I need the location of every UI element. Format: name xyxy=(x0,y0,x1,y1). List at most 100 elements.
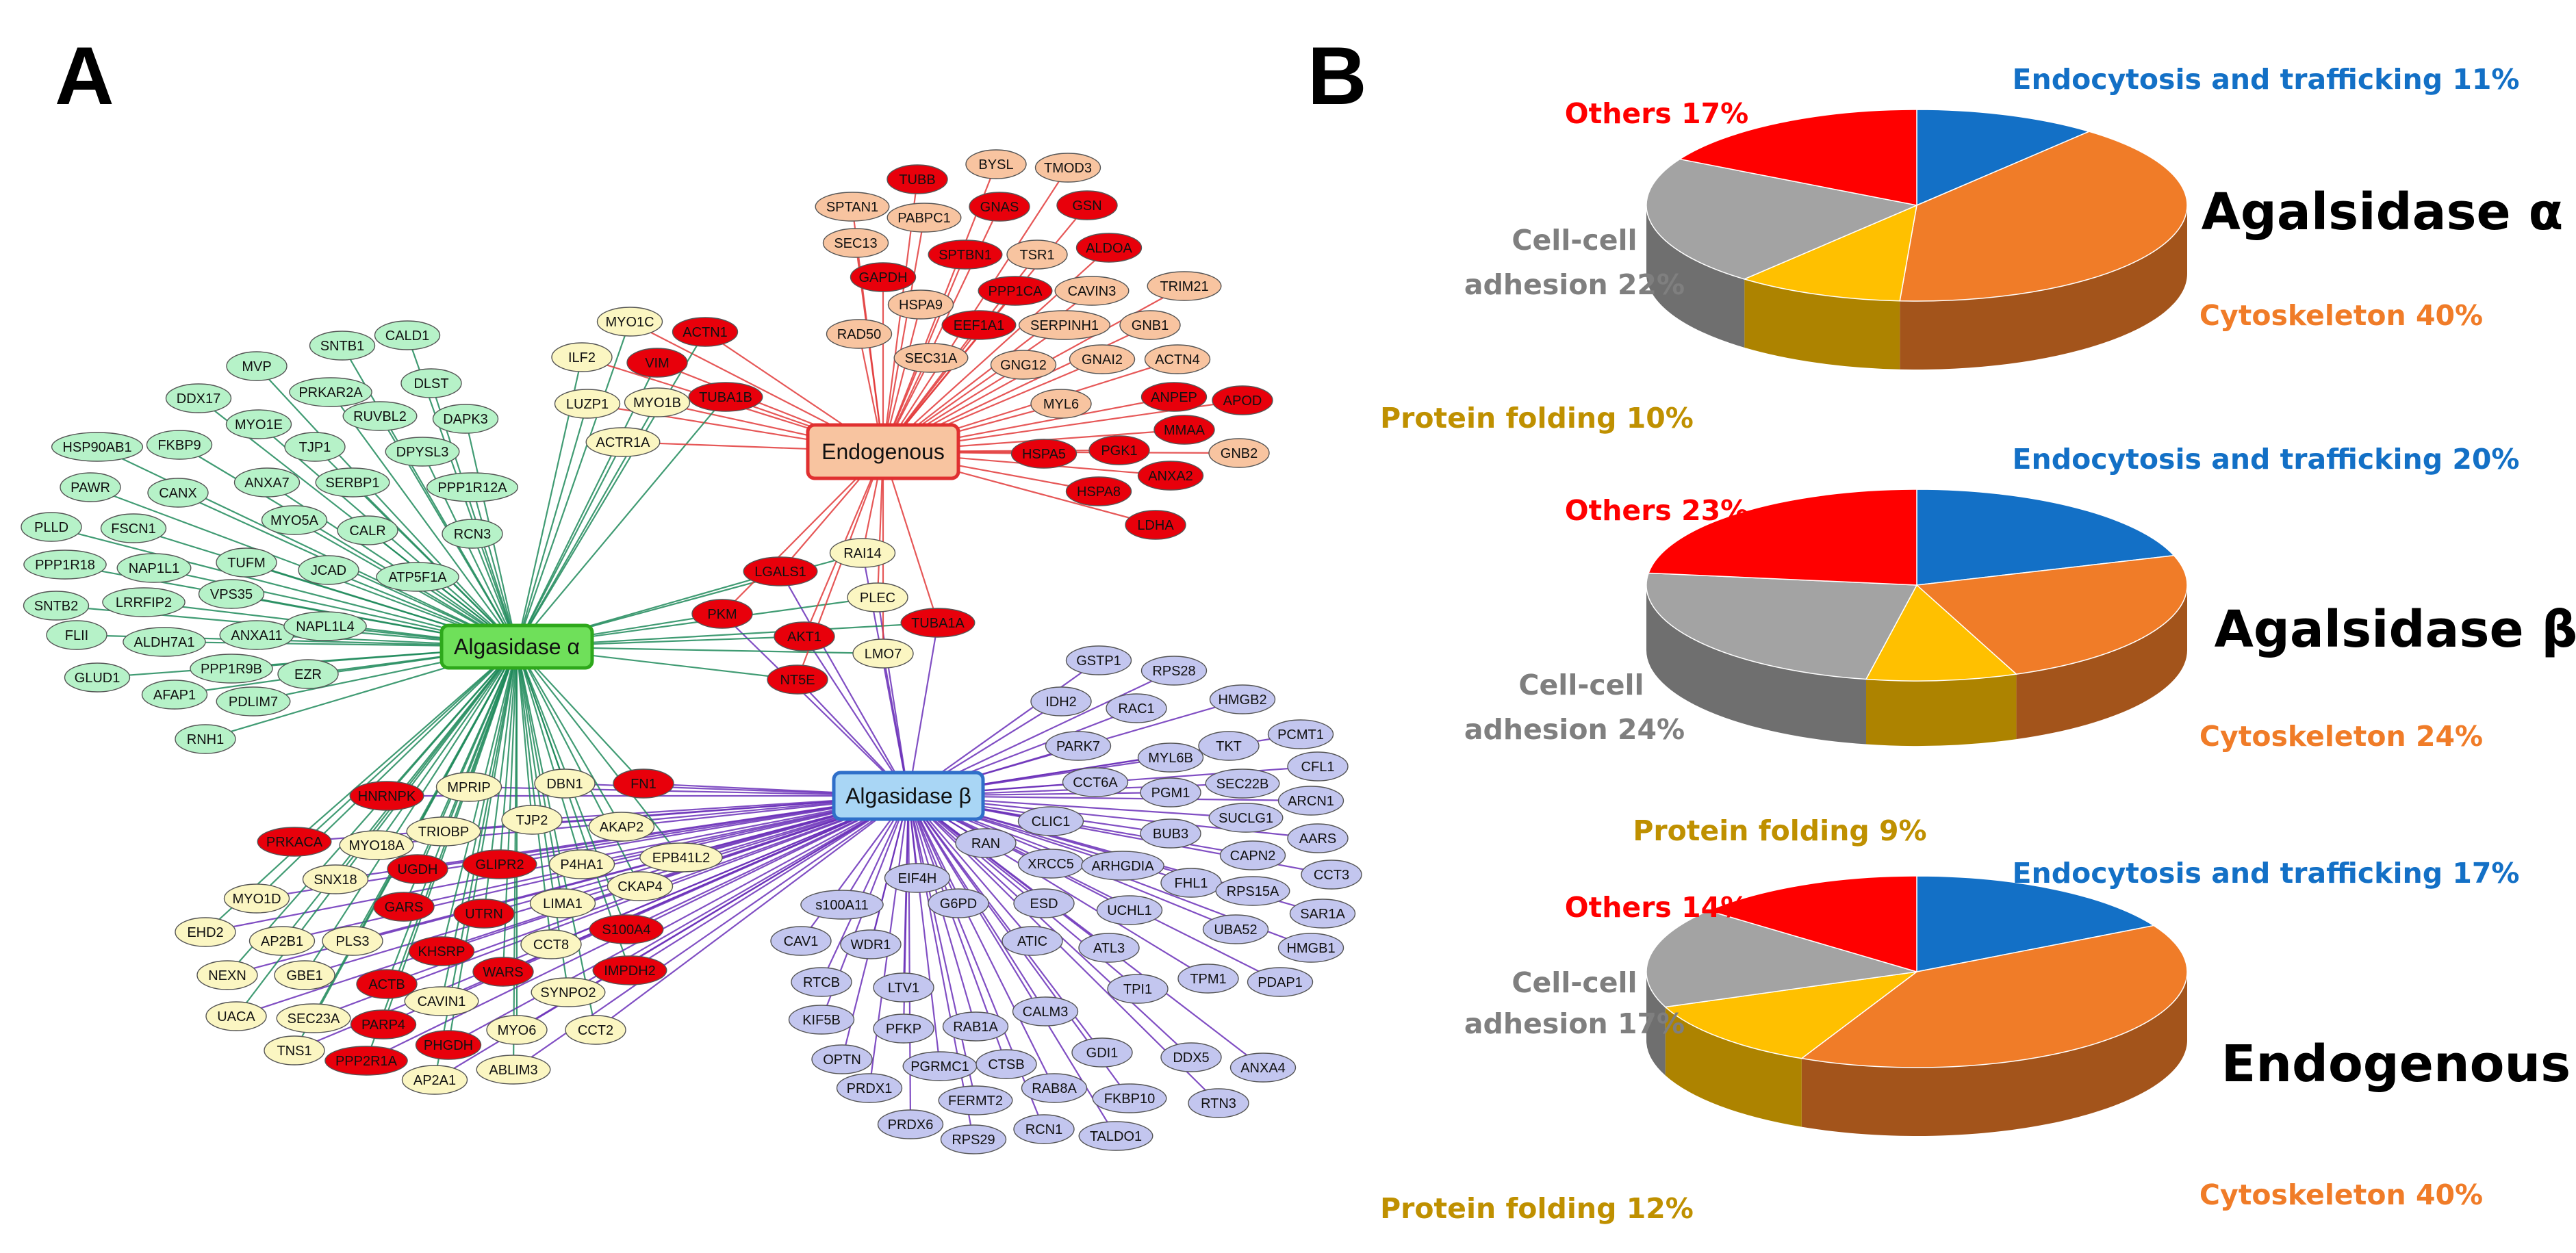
pie-chart-1: Endocytosis and trafficking 11%Others 17… xyxy=(1380,63,2563,435)
network-node: S100A4 xyxy=(589,914,664,944)
node-ellipse xyxy=(815,192,890,222)
node-ellipse xyxy=(1140,656,1208,686)
network-edge xyxy=(516,646,641,887)
network-node: RNH1 xyxy=(175,724,236,754)
node-label: MYO18A xyxy=(348,838,405,853)
network-edge xyxy=(383,795,909,1026)
network-edge xyxy=(515,646,533,821)
network-node: ATP5F1A xyxy=(376,562,459,592)
node-ellipse xyxy=(116,553,192,583)
node-ellipse xyxy=(264,1035,325,1065)
node-ellipse xyxy=(1208,438,1270,468)
node-label: PARK7 xyxy=(1056,739,1100,754)
network-edge xyxy=(498,646,518,865)
node-ellipse xyxy=(534,768,596,799)
node-ellipse xyxy=(1208,803,1284,833)
network-node: MMAA xyxy=(1153,415,1215,445)
node-label: GLUD1 xyxy=(75,671,120,686)
network-node: TPM1 xyxy=(1177,964,1239,994)
node-label: SEC13 xyxy=(834,236,877,251)
network-node: FN1 xyxy=(613,768,674,799)
node-ellipse xyxy=(21,512,82,542)
hub-label: Algasidase α xyxy=(454,634,580,659)
node-label: MYO1D xyxy=(232,892,281,907)
network-node: SAR1A xyxy=(1289,899,1356,929)
node-ellipse xyxy=(852,638,914,669)
node-ellipse xyxy=(955,828,1017,858)
node-label: TRIM21 xyxy=(1160,279,1208,294)
network-edge xyxy=(629,795,909,971)
network-node: VPS35 xyxy=(198,579,265,609)
node-label: FLII xyxy=(65,628,88,643)
pie-label-adhesion: adhesion 24% xyxy=(1464,713,1685,746)
network-node: DPYSL3 xyxy=(385,437,460,467)
network-node: SEC31A xyxy=(893,343,969,373)
pie-side-cytoskeleton xyxy=(2016,585,2187,740)
node-ellipse xyxy=(1212,385,1273,415)
node-label: s100A11 xyxy=(815,898,868,913)
node-ellipse xyxy=(426,472,519,502)
node-label: OPTN xyxy=(823,1052,861,1068)
network-node: PDLIM7 xyxy=(216,686,291,716)
node-label: ATIC xyxy=(1017,934,1047,949)
network-node: TUBA1B xyxy=(688,382,763,412)
network-node: G6PD xyxy=(928,888,989,918)
pie-label-adhesion: adhesion 17% xyxy=(1464,1007,1685,1040)
node-ellipse xyxy=(374,320,441,350)
node-label: MYO1E xyxy=(235,417,283,432)
network-node: LDHA xyxy=(1125,510,1186,540)
node-label: PLEC xyxy=(860,591,895,606)
network-edge xyxy=(304,795,909,977)
node-ellipse xyxy=(309,331,376,361)
node-ellipse xyxy=(743,556,818,586)
node-ellipse xyxy=(1177,964,1239,994)
network-node: OPTN xyxy=(811,1044,873,1074)
node-ellipse xyxy=(23,591,90,621)
node-ellipse xyxy=(225,409,292,439)
network-node: LRRFIP2 xyxy=(102,587,186,617)
network-node: PARP4 xyxy=(350,1009,417,1039)
pie-label-cytoskeleton: Cytoskeleton 40% xyxy=(2199,1178,2483,1211)
network-node: ARCN1 xyxy=(1277,786,1344,816)
node-label: PHGDH xyxy=(424,1038,473,1053)
network-node: GLIPR2 xyxy=(462,849,537,879)
network-node: s100A11 xyxy=(800,890,884,920)
pie-label-cytoskeleton: Cytoskeleton 40% xyxy=(2199,299,2483,332)
node-label: TSR1 xyxy=(1019,248,1054,263)
hub-label: Algasidase β xyxy=(845,784,971,808)
network-node: RCN1 xyxy=(1013,1114,1075,1144)
pie-slice-endocytosis xyxy=(1916,875,2156,972)
node-ellipse xyxy=(408,936,475,966)
pie-slice-others xyxy=(1678,109,1917,206)
node-label: NT5E xyxy=(780,673,815,688)
node-ellipse xyxy=(1062,767,1129,797)
network-node: JCAD xyxy=(298,555,359,585)
network-edge xyxy=(908,795,1192,1058)
node-ellipse xyxy=(64,662,131,693)
node-ellipse xyxy=(767,664,828,695)
network-node: HNRNPK xyxy=(349,781,424,811)
node-label: UTRN xyxy=(465,907,503,922)
node-label: KHSRP xyxy=(418,944,466,959)
node-ellipse xyxy=(339,830,414,860)
node-label: UACA xyxy=(217,1009,255,1024)
node-label: RPS29 xyxy=(952,1133,995,1148)
network-edge xyxy=(722,613,909,797)
node-label: SPTAN1 xyxy=(826,200,878,215)
network-node: LIMA1 xyxy=(529,888,596,918)
node-label: ACTR1A xyxy=(596,435,651,450)
node-ellipse xyxy=(51,432,144,462)
pie-slice-adhesion xyxy=(1646,158,1919,280)
node-ellipse xyxy=(146,430,213,460)
node-label: DDX17 xyxy=(177,391,220,406)
pie-label-others: Others 17% xyxy=(1565,97,1748,130)
node-label: MVP xyxy=(242,359,271,374)
node-ellipse xyxy=(529,888,596,918)
node-ellipse xyxy=(257,827,332,857)
node-label: GNB2 xyxy=(1221,446,1258,461)
network-node: FLII xyxy=(46,620,107,650)
node-label: DDX5 xyxy=(1173,1050,1209,1065)
